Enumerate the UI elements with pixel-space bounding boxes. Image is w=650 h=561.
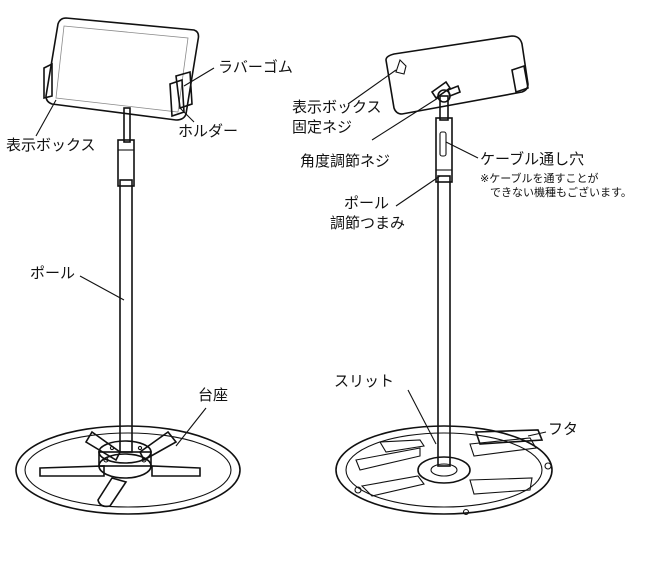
label-holder: ホルダー [178,122,239,140]
label-cable-hole: ケーブル通し穴 [480,150,585,168]
label-rubber: ラバーゴム [218,58,293,76]
left-display-box [43,17,200,121]
label-cable-note-1: ※ケーブルを通すことが [480,172,599,185]
right-pole [435,84,461,467]
right-base [335,425,553,516]
label-display-box: 表示ボックス [6,136,96,154]
label-pole: ポール [30,264,76,282]
label-base: 台座 [198,386,229,404]
label-lid: フタ [548,420,579,438]
left-pole [117,107,135,453]
label-pole-knob-1: ポール [344,194,390,212]
label-slit: スリット [334,372,395,390]
left-stand-illustration [15,17,241,515]
label-cable-note-2: できない機種もございます。 [490,186,632,199]
left-base [15,425,241,515]
label-pole-knob-2: 調節つまみ [330,214,406,232]
label-angle-screw: 角度調節ネジ [300,152,391,170]
label-display-box-screw-2: 固定ネジ [292,118,353,136]
right-display-box [385,35,529,115]
right-stand-illustration [335,35,553,516]
label-display-box-screw-1: 表示ボックス [292,98,382,116]
